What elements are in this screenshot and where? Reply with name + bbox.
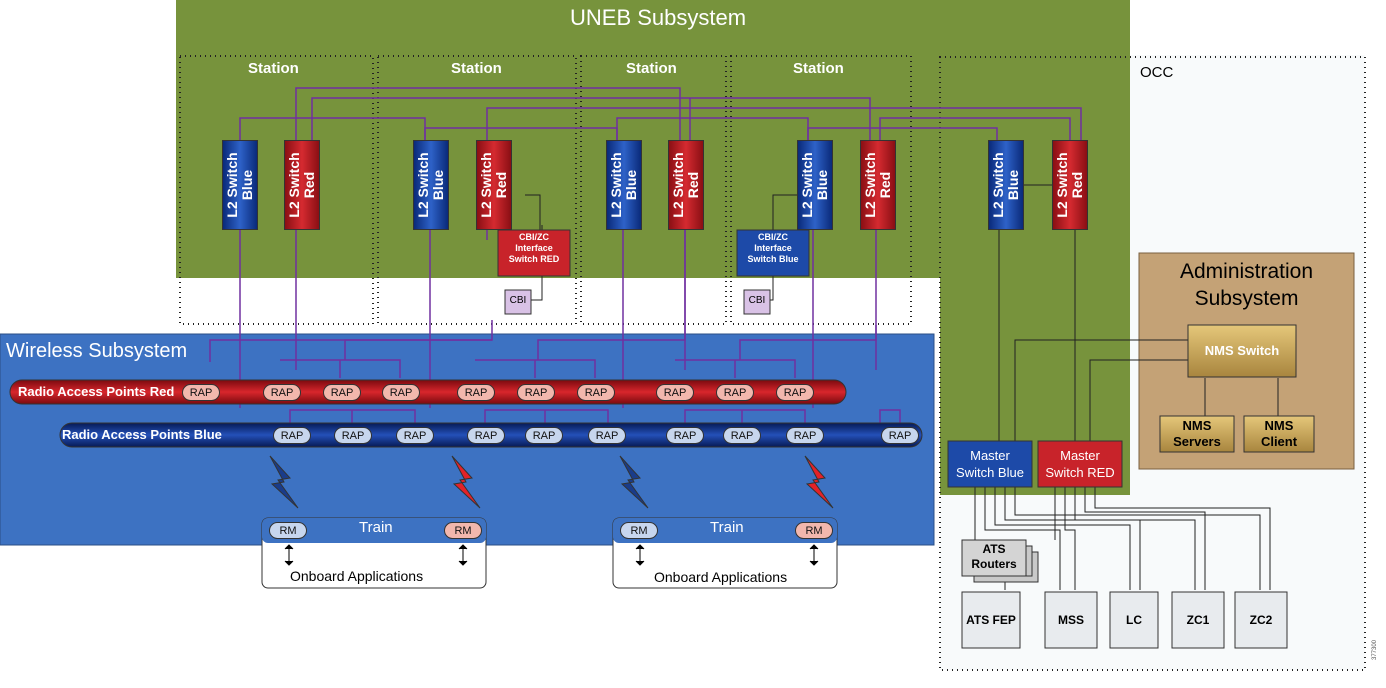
cbizc-blue-label: CBI/ZC Interface Switch Blue [747,232,799,264]
cbizc-red-label: CBI/ZC Interface Switch RED [508,232,560,264]
l2-switch-blue-2: L2 Switch Blue [413,140,449,230]
cbizc-blue-box [736,229,810,277]
cbi-label-1: CBI [509,295,527,306]
rap-blue: RAP [666,427,704,444]
occ-title: OCC [1140,64,1174,81]
cbi-box-2 [743,289,771,315]
occ-border [939,56,1366,671]
station-border-2 [377,55,577,325]
rap-red: RAP [457,384,495,401]
onboard-label-1: Onboard Applications [290,568,424,584]
l2-switch-red-1: L2 Switch Red [284,140,320,230]
rap-red: RAP [263,384,301,401]
rap-blue: RAP [881,427,919,444]
station-title-1: Station [248,60,299,77]
rap-blue: RAP [396,427,434,444]
cbizc-red-box [497,229,571,277]
rap-blue: RAP [525,427,563,444]
rap-blue: RAP [723,427,761,444]
rap-red: RAP [656,384,694,401]
rap-red: RAP [517,384,555,401]
onboard-label-2: Onboard Applications [654,569,788,585]
rm-red-2: RM [795,522,833,539]
rap-blue: RAP [334,427,372,444]
nms-client-box [1243,415,1315,453]
station-border-3 [580,55,727,325]
nms-servers-label: NMS Servers [1173,418,1221,449]
device-lc: LC [1126,613,1142,627]
device-zc1: ZC1 [1186,613,1210,627]
l2-switch-red-2: L2 Switch Red [476,140,512,230]
master-switch-red: Master Switch RED [1045,448,1115,480]
nms-switch-label: NMS Switch [1204,343,1280,358]
rap-blue: RAP [273,427,311,444]
rap-blue-label: Radio Access Points Blue [62,427,222,442]
rap-blue: RAP [467,427,505,444]
master-red-box [1037,440,1123,488]
cbi-label-2: CBI [748,295,766,306]
l2-switch-red-3: L2 Switch Red [668,140,704,230]
device-mss: MSS [1057,613,1084,627]
cbi-box-1 [504,289,532,315]
l2-switch-blue-occ: L2 Switch Blue [988,140,1024,230]
nms-client-label: NMS Client [1260,418,1298,449]
ats-routers-label: ATS Routers [971,542,1017,571]
ats-routers-box [961,539,1027,577]
station-title-3: Station [626,60,677,77]
rap-red: RAP [776,384,814,401]
figure-id: 377300 [1372,639,1378,660]
nms-servers-box [1159,415,1235,453]
wireless-title: Wireless Subsystem [6,340,188,362]
station-title-4: Station [793,60,844,77]
rap-red: RAP [182,384,220,401]
rm-blue-1: RM [269,522,307,539]
train-label-2: Train [710,519,744,536]
master-switch-blue: Master Switch Blue [956,448,1024,480]
l2-switch-blue-4: L2 Switch Blue [797,140,833,230]
rap-blue: RAP [786,427,824,444]
nms-switch-box [1187,324,1297,378]
admin-title: Administration Subsystem [1179,260,1314,310]
rm-blue-2: RM [620,522,658,539]
rap-red: RAP [382,384,420,401]
rap-red: RAP [577,384,615,401]
l2-switch-blue-3: L2 Switch Blue [606,140,642,230]
rap-red-label: Radio Access Points Red [18,384,175,399]
l2-switch-red-4: L2 Switch Red [860,140,896,230]
master-blue-box [947,440,1033,488]
device-zc2: ZC2 [1249,613,1273,627]
l2-switch-blue-1: L2 Switch Blue [222,140,258,230]
train-label-1: Train [359,519,393,536]
rap-red: RAP [323,384,361,401]
rap-red: RAP [716,384,754,401]
l2-switch-red-occ: L2 Switch Red [1052,140,1088,230]
station-border-4 [730,55,912,325]
rm-red-1: RM [444,522,482,539]
station-title-2: Station [451,60,502,77]
rap-blue: RAP [588,427,626,444]
device-ats-fep: ATS FEP [966,613,1016,627]
rap-red-bus [9,379,847,405]
uneb-title: UNEB Subsystem [570,5,747,30]
